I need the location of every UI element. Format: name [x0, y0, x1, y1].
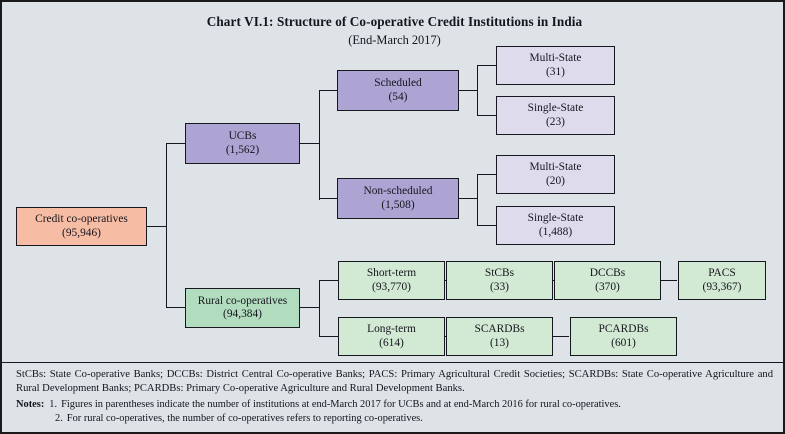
- connector-ucbs-to-scheduled: [319, 90, 337, 92]
- node-label: Rural co-operatives: [197, 294, 288, 307]
- node-value: (23): [546, 115, 565, 128]
- connector-credit-to-ucbs: [166, 143, 185, 145]
- connector-scheduled-to-singlestate: [477, 115, 496, 117]
- node-value: (31): [546, 65, 565, 78]
- connector-scheduled-stub: [459, 90, 478, 92]
- chart-header: Chart VI.1: Structure of Co-operative Cr…: [2, 14, 783, 48]
- node-long-term[interactable]: Long-term (614): [338, 317, 445, 356]
- connector-credit-stub: [147, 226, 167, 228]
- node-value: (1,488): [538, 225, 573, 238]
- node-value: (370): [595, 280, 620, 293]
- node-label: StCBs: [484, 267, 515, 280]
- node-single-state-scheduled[interactable]: Single-State (23): [496, 96, 615, 135]
- node-short-term[interactable]: Short-term (93,770): [338, 261, 445, 300]
- node-value: (20): [546, 174, 565, 187]
- note-text: For rural co-operatives, the number of c…: [66, 412, 423, 424]
- connector-nonscheduled-stub: [459, 198, 478, 200]
- node-pcardbs[interactable]: PCARDBs (601): [570, 317, 677, 356]
- note-number: 1.: [49, 398, 58, 410]
- node-value: (1,508): [381, 198, 415, 211]
- node-value: (93,367): [702, 280, 742, 293]
- node-value: (614): [379, 336, 404, 349]
- node-label: UCBs: [228, 130, 257, 143]
- node-label: PCARDBs: [598, 323, 649, 336]
- note-text: Figures in parentheses indicate the numb…: [61, 398, 621, 410]
- chart-title: Chart VI.1: Structure of Co-operative Cr…: [206, 14, 583, 29]
- node-value: (1,562): [225, 143, 260, 156]
- node-label: Long-term: [367, 323, 416, 336]
- node-single-state-nonscheduled[interactable]: Single-State (1,488): [496, 206, 615, 245]
- node-value: (33): [490, 280, 509, 293]
- footnote-divider: [2, 362, 783, 364]
- node-label: Credit co-operatives: [35, 213, 128, 226]
- node-label: SCARDBs: [474, 323, 525, 336]
- connector-dccbs-to-pacs: [661, 280, 677, 282]
- node-ucbs[interactable]: UCBs (1,562): [185, 123, 300, 164]
- notes-label: Notes:: [16, 398, 45, 410]
- connector-scardbs-to-pcardbs: [553, 336, 569, 338]
- node-rural-cooperatives[interactable]: Rural co-operatives (94,384): [185, 288, 300, 328]
- node-label: Multi-State: [529, 52, 582, 65]
- node-value: (13): [490, 336, 509, 349]
- node-value: (54): [388, 90, 408, 103]
- connector-nonscheduled-spine: [477, 174, 479, 226]
- connector-credit-spine: [166, 143, 168, 308]
- connector-rural-to-shortterm: [319, 280, 338, 282]
- node-label: Scheduled: [374, 77, 422, 90]
- note-number: 2.: [55, 412, 63, 424]
- note-row: 2. For rural co-operatives, the number o…: [16, 412, 773, 426]
- node-value: (93,770): [372, 280, 411, 293]
- node-non-scheduled[interactable]: Non-scheduled (1,508): [337, 178, 459, 219]
- connector-nonscheduled-to-singlestate: [477, 225, 496, 227]
- node-pacs[interactable]: PACS (93,367): [678, 261, 766, 300]
- footnotes-section: StCBs: State Co-operative Banks; DCCBs: …: [16, 368, 773, 426]
- node-value: (601): [611, 336, 636, 349]
- connector-rural-to-longterm: [319, 336, 338, 338]
- node-value: (95,946): [62, 226, 101, 239]
- node-label: Non-scheduled: [363, 185, 433, 198]
- notes-block: Notes: 1. Figures in parentheses indicat…: [16, 398, 773, 426]
- node-dccbs[interactable]: DCCBs (370): [554, 261, 661, 300]
- node-label: DCCBs: [589, 267, 626, 280]
- connector-ucbs-to-nonscheduled: [319, 198, 337, 200]
- connector-scheduled-to-multistate: [477, 65, 496, 67]
- node-scardbs[interactable]: SCARDBs (13): [446, 317, 553, 356]
- node-stcbs[interactable]: StCBs (33): [446, 261, 553, 300]
- note-row: Notes: 1. Figures in parentheses indicat…: [16, 398, 773, 412]
- node-value: (94,384): [223, 308, 262, 320]
- node-label: Short-term: [366, 267, 417, 280]
- node-scheduled[interactable]: Scheduled (54): [337, 70, 459, 111]
- connector-nonscheduled-to-multistate: [477, 174, 496, 176]
- node-label: PACS: [708, 267, 736, 280]
- connector-scheduled-spine: [477, 65, 479, 116]
- connector-credit-to-rural: [166, 307, 185, 309]
- connector-ucbs-stub: [300, 143, 320, 145]
- node-credit-cooperatives[interactable]: Credit co-operatives (95,946): [16, 207, 147, 246]
- connector-rural-spine: [319, 280, 321, 337]
- abbreviations-text: StCBs: State Co-operative Banks; DCCBs: …: [16, 369, 773, 394]
- connector-ucbs-spine: [319, 90, 321, 200]
- node-multi-state-scheduled[interactable]: Multi-State (31): [496, 46, 615, 85]
- chart-subtitle: (End-March 2017): [348, 33, 441, 47]
- node-label: Single-State: [527, 102, 584, 115]
- node-label: Multi-State: [529, 161, 582, 174]
- node-label: Single-State: [527, 212, 584, 225]
- connector-rural-stub: [300, 307, 320, 309]
- node-multi-state-nonscheduled[interactable]: Multi-State (20): [496, 155, 615, 194]
